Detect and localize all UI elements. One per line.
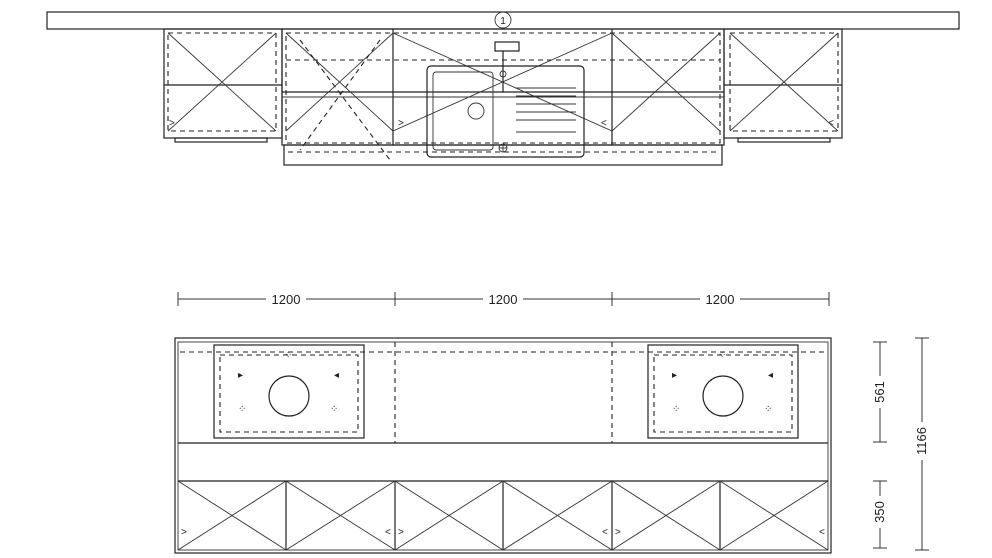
sink-cabinet-hinge-mark-1: > — [398, 118, 404, 129]
svg-text:⁘: ⁘ — [764, 404, 772, 415]
depth-dimension-total: 1166 — [914, 427, 929, 455]
plan-view: ⁘ ▸ ◂ ⁘ ⁘ ⁘ ▸ ◂ ⁘ ⁘ — [174, 337, 832, 554]
sink-cabinet-hinge-mark-2: < — [601, 118, 607, 129]
width-dimensions: 1200 1200 1200 — [177, 290, 830, 307]
elevation-marker-label: 1 — [500, 16, 506, 27]
svg-text:▸: ▸ — [672, 370, 677, 381]
plan-hinge-mark-1: > — [181, 527, 187, 538]
svg-text:⁘: ⁘ — [718, 350, 726, 361]
svg-text:⁘: ⁘ — [238, 404, 246, 415]
right-cabinet-hinge-mark: < — [828, 118, 834, 129]
plan-hinge-mark-3: > — [398, 527, 404, 538]
plan-hob-left: ⁘ ▸ ◂ ⁘ ⁘ — [213, 344, 365, 439]
depth-dimension-lower: 350 — [872, 501, 887, 523]
width-dimension-3: 1200 — [706, 292, 735, 307]
depth-dimension-upper: 561 — [872, 381, 887, 403]
plan-lower-cabinets: > < > < > < — [177, 480, 829, 551]
svg-text:▸: ▸ — [238, 370, 243, 381]
elevation-sink — [426, 41, 585, 158]
elevation-right-cabinet: < — [723, 28, 843, 143]
svg-text:◂: ◂ — [334, 370, 339, 381]
width-dimension-1: 1200 — [272, 292, 301, 307]
plan-hinge-mark-4: < — [602, 527, 608, 538]
plan-hob-right: ⁘ ▸ ◂ ⁘ ⁘ — [647, 344, 799, 439]
plan-hinge-mark-2: < — [385, 527, 391, 538]
left-cabinet-hinge-mark: > — [169, 118, 175, 129]
plan-hinge-mark-5: > — [615, 527, 621, 538]
elevation-view: 1 > — [46, 11, 960, 166]
tap-icon — [494, 41, 520, 52]
elevation-marker: 1 — [494, 11, 512, 29]
svg-text:⁘: ⁘ — [330, 404, 338, 415]
plan-hinge-mark-6: < — [819, 527, 825, 538]
svg-text:⁘: ⁘ — [672, 404, 680, 415]
depth-dimensions: 561 350 1166 — [872, 337, 930, 551]
plan-worktop — [174, 337, 832, 554]
elevation-left-cabinet: > — [163, 28, 283, 143]
svg-text:⁘: ⁘ — [284, 350, 292, 361]
width-dimension-2: 1200 — [489, 292, 518, 307]
svg-text:◂: ◂ — [768, 370, 773, 381]
